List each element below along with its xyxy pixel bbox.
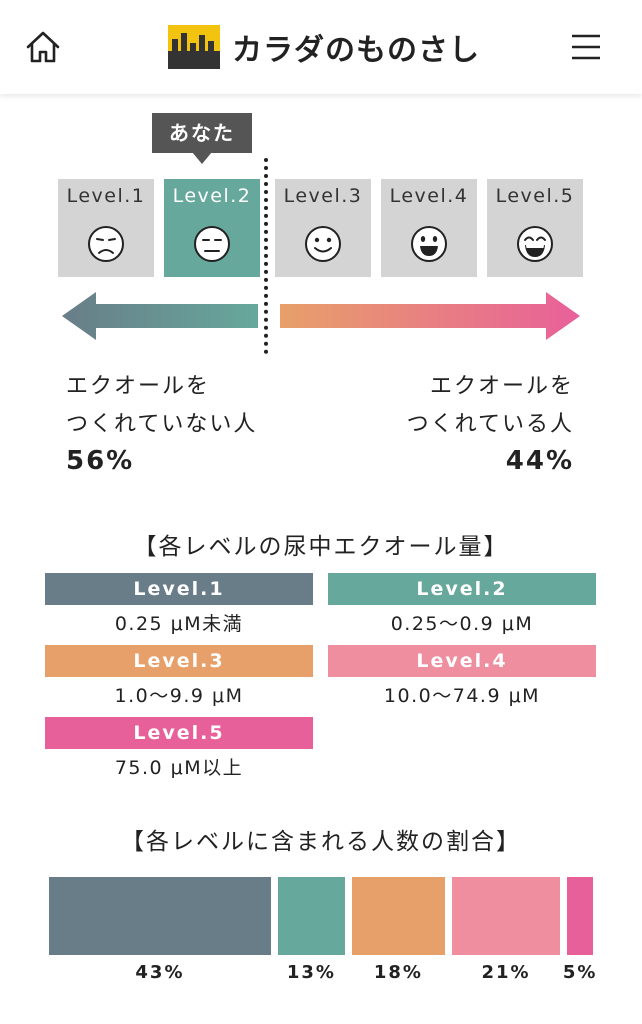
legend-level-5-range: 75.0 μM以上 xyxy=(114,757,244,779)
level-box-label: Level.5 xyxy=(495,185,575,207)
non-producer-line2: つくれていない人 xyxy=(66,412,258,437)
distribution-label-level-4: 21% xyxy=(481,962,531,983)
level-box-label: Level.2 xyxy=(172,185,252,207)
legend-level-1-range: 0.25 μM未満 xyxy=(114,613,244,635)
level-box-2: Level.2 xyxy=(164,179,260,277)
level-box-4: Level.4 xyxy=(381,179,477,277)
distribution-section-title: 【各レベルに含まれる人数の割合】 xyxy=(121,829,521,855)
producer-percent: 44% xyxy=(505,446,574,476)
frown-face-icon xyxy=(88,226,124,262)
you-marker: あなた xyxy=(152,113,252,153)
you-marker-pointer xyxy=(192,152,212,164)
arrow-right-icon xyxy=(280,292,580,340)
urine-section-title: 【各レベルの尿中エクオール量】 xyxy=(133,534,509,560)
level-box-3: Level.3 xyxy=(275,179,371,277)
hamburger-menu-icon[interactable] xyxy=(566,30,606,64)
legend-level-1-bar: Level.1 xyxy=(45,573,313,605)
grin-face-icon xyxy=(517,226,553,262)
non-producer-line1: エクオールを xyxy=(66,374,211,399)
distribution-bar-level-2 xyxy=(277,877,345,955)
app-logo[interactable]: カラダのものさし xyxy=(168,25,480,69)
open-smile-face-icon xyxy=(411,226,447,262)
legend-level-4-range: 10.0〜74.9 μM xyxy=(383,685,541,707)
home-icon[interactable] xyxy=(24,28,62,66)
smile-face-icon xyxy=(305,226,341,262)
producer-label: エクオールを つくれている人 xyxy=(407,368,574,444)
distribution-bar-level-4 xyxy=(451,877,561,955)
ruler-logo-icon xyxy=(168,25,220,69)
logo-text: カラダのものさし xyxy=(232,33,480,68)
non-producer-percent: 56% xyxy=(66,446,135,476)
arrow-left-icon xyxy=(62,292,258,340)
legend-level-3-bar: Level.3 xyxy=(45,645,313,677)
distribution-label-level-3: 18% xyxy=(373,962,423,983)
level-box-label: Level.4 xyxy=(389,185,469,207)
producer-line2: つくれている人 xyxy=(406,412,574,437)
level-box-label: Level.1 xyxy=(66,185,146,207)
neutral-face-icon xyxy=(194,226,230,262)
legend-level-5-bar: Level.5 xyxy=(45,717,313,749)
legend-level-2-range: 0.25〜0.9 μM xyxy=(390,613,534,635)
non-producer-label: エクオールを つくれていない人 xyxy=(66,368,257,444)
distribution-bar-level-1 xyxy=(49,877,271,955)
legend-level-4-bar: Level.4 xyxy=(328,645,596,677)
level-box-5: Level.5 xyxy=(487,179,583,277)
producer-line1: エクオールを xyxy=(429,374,574,399)
legend-level-2-bar: Level.2 xyxy=(328,573,596,605)
legend-level-3-range: 1.0〜9.9 μM xyxy=(114,685,244,707)
distribution-label-level-1: 43% xyxy=(135,962,185,983)
level-box-label: Level.3 xyxy=(283,185,363,207)
distribution-bar-level-5 xyxy=(567,877,593,955)
app-header: カラダのものさし xyxy=(0,0,642,94)
distribution-bar-level-3 xyxy=(351,877,445,955)
producer-divider xyxy=(264,158,268,354)
level-box-1: Level.1 xyxy=(58,179,154,277)
distribution-label-level-2: 13% xyxy=(286,962,336,983)
distribution-label-level-5: 5% xyxy=(562,962,598,983)
